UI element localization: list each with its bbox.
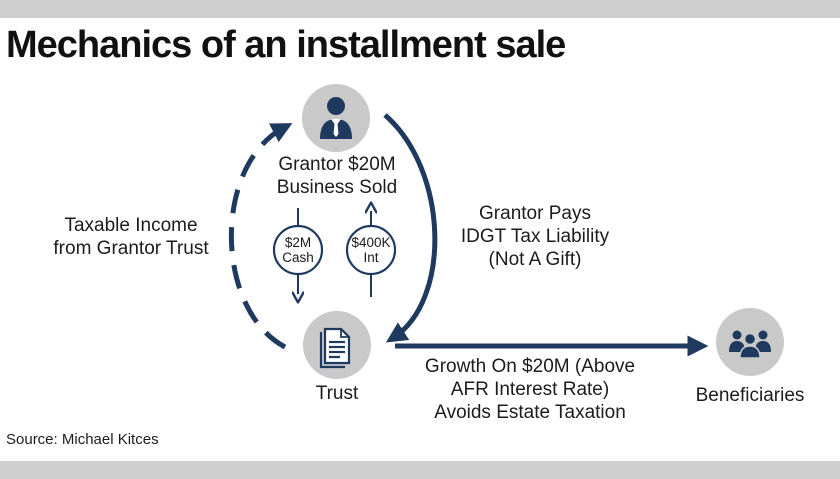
growth-line-3: Avoids Estate Taxation (434, 402, 626, 423)
grantor-label-line-2: Business Sold (276, 177, 398, 198)
grantor-pays-label: Grantor Pays IDGT Tax Liability (Not A G… (455, 202, 615, 271)
grantor-pays-line-3: (Not A Gift) (488, 249, 582, 270)
grantor-pays-arrow (383, 113, 438, 343)
taxable-income-line-1: Taxable Income (64, 215, 198, 236)
growth-label: Growth On $20M (Above AFR Interest Rate)… (412, 355, 648, 424)
trust-node (303, 311, 371, 379)
cash-badge-amount: $2M (285, 235, 311, 250)
taxable-income-line-2: from Grantor Trust (53, 238, 209, 259)
beneficiaries-label: Beneficiaries (695, 385, 805, 406)
bottom-band (0, 461, 840, 479)
interest-badge (345, 224, 397, 276)
grantor-node (302, 84, 370, 152)
grantor-label-line-1: Grantor $20M (278, 154, 396, 175)
trust-label: Trust (315, 383, 359, 404)
beneficiaries-node (716, 308, 784, 376)
person-in-suit-icon (320, 97, 352, 139)
growth-line-2: AFR Interest Rate) (450, 379, 610, 400)
cash-badge (272, 224, 324, 276)
grantor-label: Grantor $20M Business Sold (262, 153, 412, 199)
taxable-income-label: Taxable Income from Grantor Trust (42, 214, 220, 260)
grantor-pays-line-2: IDGT Tax Liability (460, 226, 610, 247)
interest-badge-label: Int (363, 250, 378, 265)
source-note: Source: Michael Kitces (6, 431, 159, 448)
page-title: Mechanics of an installment sale (6, 24, 566, 66)
group-of-people-icon (729, 330, 771, 359)
interest-badge-amount: $400K (351, 235, 390, 250)
grantor-pays-line-1: Grantor Pays (479, 203, 591, 224)
top-band (0, 0, 840, 18)
growth-line-1: Growth On $20M (Above (424, 356, 636, 377)
taxable-income-arrow (228, 123, 293, 350)
document-icon (319, 327, 351, 369)
cash-badge-label: Cash (282, 250, 314, 265)
